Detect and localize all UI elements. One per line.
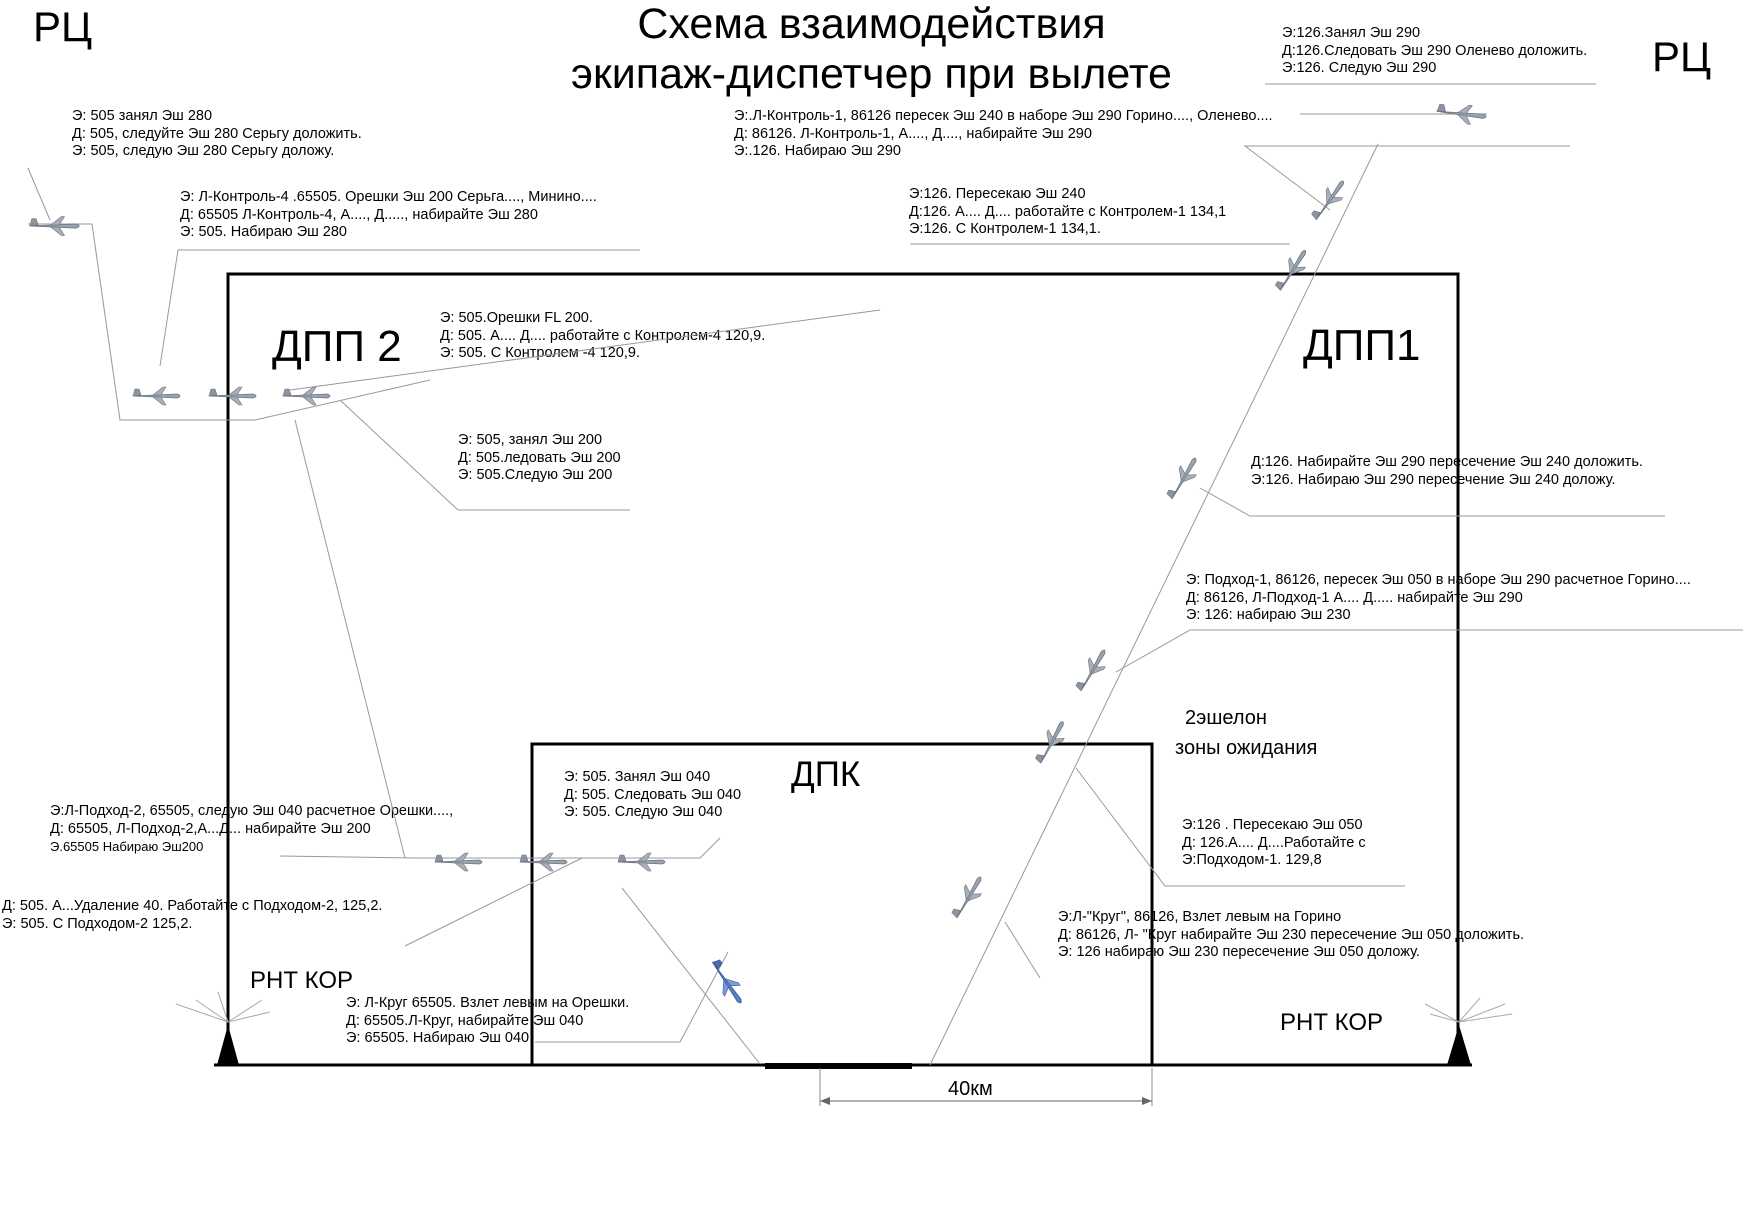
title-line-2: экипаж-диспетчер при вылете <box>571 50 1172 98</box>
rnt-kor-left: РНТ КОР <box>250 967 354 994</box>
msg-505-200: Э: 505, занял Эш 200 Д: 505.ледовать Эш … <box>458 432 621 483</box>
msg-podhod-1: Э: Подход-1, 86126, пересек Эш 050 в наб… <box>1186 572 1691 623</box>
msg-podhod-2: Э:Л-Подход-2, 65505, следую Эш 040 расче… <box>50 803 454 854</box>
msg-505-040: Э: 505. Занял Эш 040 Д: 505. Следовать Э… <box>564 769 742 820</box>
holding-label-1: 2эшелон <box>1185 707 1267 729</box>
beacon-triangle-icon <box>1447 1025 1471 1065</box>
airplane-icon <box>1308 175 1351 226</box>
airplane-icon <box>132 386 181 406</box>
zone-rc-right: РЦ <box>1652 33 1712 80</box>
airplane-icon <box>1032 717 1072 768</box>
airplane-icon <box>1272 245 1314 296</box>
msg-control-1: Э:.Л-Контроль-1, 86126 пересек Эш 240 в … <box>734 108 1273 159</box>
msg-505-280: Э: 505 занял Эш 280 Д: 505, следуйте Эш … <box>72 108 362 159</box>
beacon-triangle-icon <box>217 1025 239 1065</box>
airplane-icon <box>711 959 742 1004</box>
msg-krug-65505: Э: Л-Круг 65505. Взлет левым на Орешки. … <box>346 995 630 1046</box>
antenna-rays-icon <box>175 991 271 1023</box>
airplane-icon <box>617 852 666 872</box>
title-line-1: Схема взаимодействия <box>637 0 1106 48</box>
zone-rc-left: РЦ <box>33 3 93 50</box>
airplane-icon <box>1072 645 1113 696</box>
msg-126-cross-240: Д:126. Набирайте Эш 290 пересечение Эш 2… <box>1251 454 1643 488</box>
airplane-icon <box>282 386 331 406</box>
flight-path-505-lower <box>415 837 721 859</box>
holding-label-2: зоны ожидания <box>1175 737 1318 759</box>
zone-dpk: ДПК <box>791 755 861 794</box>
airplane-icon <box>1435 101 1488 127</box>
msg-krug-86126: Э:Л-"Круг", 86126, Взлет левым на Горино… <box>1058 909 1525 960</box>
msg-control-4: Э: Л-Контроль-4 .65505. Орешки Эш 200 Се… <box>180 189 597 240</box>
msg-126-240: Э:126. Пересекаю Эш 240 Д:126. А.... Д..… <box>909 186 1227 237</box>
msg-oreshki-fl200: Э: 505.Орешки FL 200. Д: 505. А.... Д...… <box>440 310 766 361</box>
distance-label: 40км <box>948 1078 993 1100</box>
diagram-title: Схема взаимодействия экипаж-диспетчер пр… <box>0 0 1743 98</box>
msg-udalenie-40: Д: 505. А...Удаление 40. Работайте с Под… <box>2 898 383 932</box>
airplane-icon <box>519 852 568 872</box>
msg-126-290: Э:126.Занял Эш 290 Д:126.Следовать Эш 29… <box>1282 25 1588 76</box>
airplane-icon <box>948 872 989 923</box>
msg-126-050: Э:126 . Пересекаю Эш 050 Д: 126.А.... Д.… <box>1182 817 1366 868</box>
airplane-icon <box>1163 453 1204 504</box>
rnt-kor-right: РНТ КОР <box>1280 1009 1384 1036</box>
airplane-icon <box>434 852 483 872</box>
airplane-icon <box>208 386 257 406</box>
zone-dpp2: ДПП 2 <box>272 322 402 371</box>
airplane-icon <box>29 216 80 236</box>
zone-dpp1: ДПП1 <box>1303 321 1421 370</box>
antenna-rays-icon <box>1424 997 1513 1023</box>
